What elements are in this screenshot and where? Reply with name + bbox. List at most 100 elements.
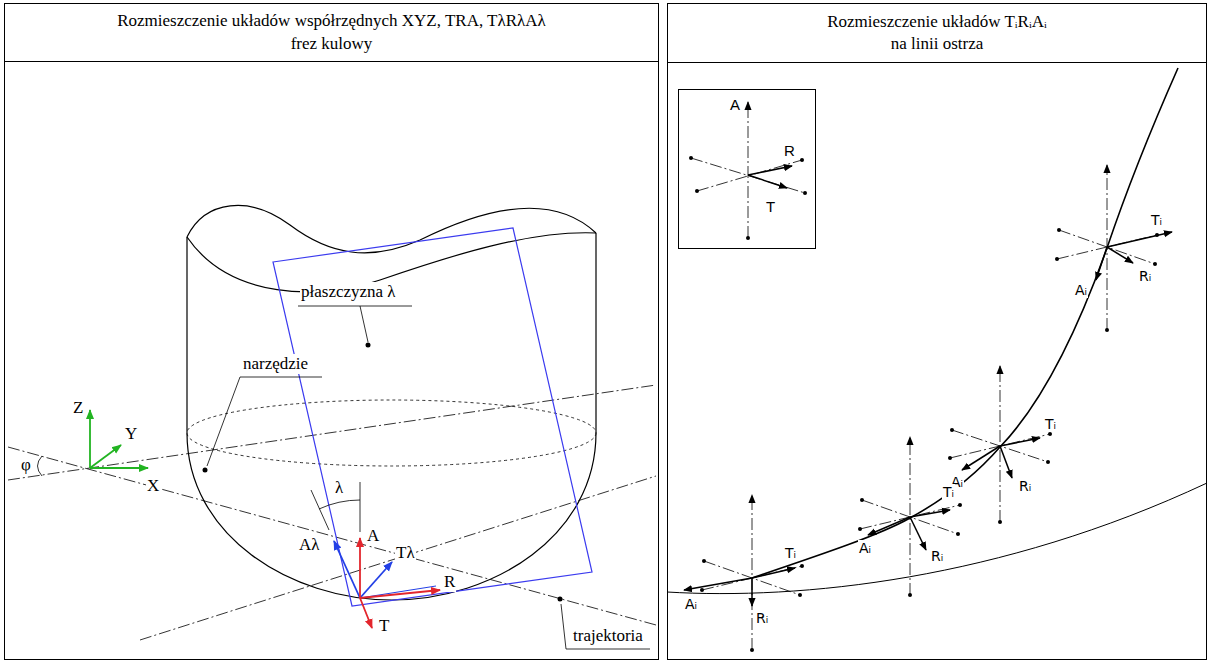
guide-dot — [1048, 432, 1052, 436]
guide-dot — [800, 564, 804, 568]
frame-guides — [691, 102, 1157, 650]
guide-dot — [1055, 257, 1059, 261]
axis-arrow — [751, 578, 753, 606]
tool-side — [186, 237, 187, 433]
axis-label: Aᵢ — [684, 596, 698, 612]
cutting-edge — [667, 68, 1207, 594]
guide-dot — [1153, 262, 1157, 266]
leader-line — [298, 306, 412, 342]
left-panel: Rozmieszczenie układów współrzędnych XYZ… — [4, 3, 659, 660]
axis-label: Aᵢ — [1074, 282, 1088, 298]
panel-heading: na linii ostrza — [891, 33, 984, 55]
axis-label: Tᵢ — [942, 484, 955, 500]
axis-arrow — [1000, 446, 1012, 478]
guide-dot — [800, 158, 804, 162]
axis-label: R — [783, 142, 796, 159]
ball-end-mill — [187, 205, 596, 600]
part-label: Y — [124, 424, 138, 444]
guide-line — [910, 437, 911, 595]
part-label: R — [443, 572, 456, 592]
axis-arrow — [1107, 247, 1133, 263]
legend-inset: A R T — [678, 89, 816, 249]
guide-dot — [1057, 228, 1061, 232]
axis-label: Tᵢ — [784, 545, 797, 561]
part-label: Tλ — [395, 543, 416, 563]
axis-arrow — [910, 517, 926, 550]
angle-arc — [319, 500, 360, 509]
guide-line — [752, 495, 753, 650]
axis-arrow — [962, 446, 1000, 470]
leader-line — [561, 604, 650, 649]
guide-line — [1000, 366, 1001, 522]
part-label: płaszczyzna λ — [300, 282, 397, 302]
axis-arrow — [360, 598, 372, 628]
guide-dot — [1046, 460, 1050, 464]
axis-label: A — [729, 96, 741, 113]
tool-ball — [187, 433, 596, 600]
trajectory-line — [8, 447, 656, 625]
reference-lines — [8, 385, 656, 640]
panel-header: Rozmieszczenie układów TᵢRᵢAᵢna linii os… — [668, 4, 1206, 63]
guide-line — [1059, 230, 1155, 264]
part-label: λ — [334, 478, 344, 498]
guide-dot — [750, 648, 754, 652]
guide-line — [748, 102, 749, 238]
panel-heading: Rozmieszczenie układów TᵢRᵢAᵢ — [827, 11, 1047, 33]
guide-line — [691, 158, 805, 193]
z-axis — [89, 410, 91, 468]
axis-arrow — [334, 541, 360, 598]
tool-section — [187, 400, 596, 466]
guide-dot — [803, 191, 807, 195]
axis-label: T — [765, 198, 776, 215]
axis-arrow — [359, 538, 361, 598]
angle-mark — [360, 482, 361, 532]
axis-arrow — [748, 175, 787, 188]
axis-arrow — [360, 562, 392, 598]
lambda-plane — [273, 228, 592, 606]
guide-dot — [956, 532, 960, 536]
axis-arrow — [752, 568, 795, 578]
axis-arrow — [684, 578, 752, 590]
guide-dot — [798, 593, 802, 597]
leader-dot — [558, 597, 563, 602]
guide-dot — [700, 588, 704, 592]
guide-line — [697, 160, 802, 191]
y-axis — [90, 445, 121, 468]
tool-side — [595, 233, 596, 433]
xyz-axes — [90, 410, 148, 468]
part-label: A — [366, 526, 380, 546]
part-label: X — [146, 476, 160, 496]
guide-dot — [948, 456, 952, 460]
guide-dot — [998, 520, 1002, 524]
leader-line — [207, 377, 322, 466]
angle-mark — [311, 490, 329, 530]
axis-label: Rᵢ — [1018, 478, 1032, 494]
part-label: φ — [20, 455, 32, 475]
part-label: Z — [72, 398, 84, 418]
guide-dot — [858, 527, 862, 531]
x-axis — [90, 467, 148, 469]
leader-dot — [366, 343, 371, 348]
axis-label: Tᵢ — [1044, 416, 1057, 432]
leader-dot — [203, 468, 208, 473]
leader-dots — [203, 343, 563, 602]
guide-dot — [689, 156, 693, 160]
axis-arrow — [910, 510, 950, 517]
axis-label: Rᵢ — [755, 610, 769, 626]
angle-arc — [38, 456, 43, 476]
axis-label: Rᵢ — [930, 548, 944, 564]
panel-header: Rozmieszczenie układów współrzędnych XYZ… — [5, 4, 658, 62]
tra-frame — [360, 538, 440, 628]
panel-heading: frez kulowy — [291, 33, 373, 55]
guide-dot — [958, 503, 962, 507]
axis-label: Aᵢ — [858, 540, 872, 556]
guide-dot — [1105, 328, 1109, 332]
guide-dots — [689, 156, 1159, 652]
lambda-frame — [334, 541, 436, 598]
guide-dot — [950, 428, 954, 432]
axis-line — [140, 476, 656, 640]
tra-frames — [684, 166, 1172, 606]
guide-dot — [746, 236, 750, 240]
